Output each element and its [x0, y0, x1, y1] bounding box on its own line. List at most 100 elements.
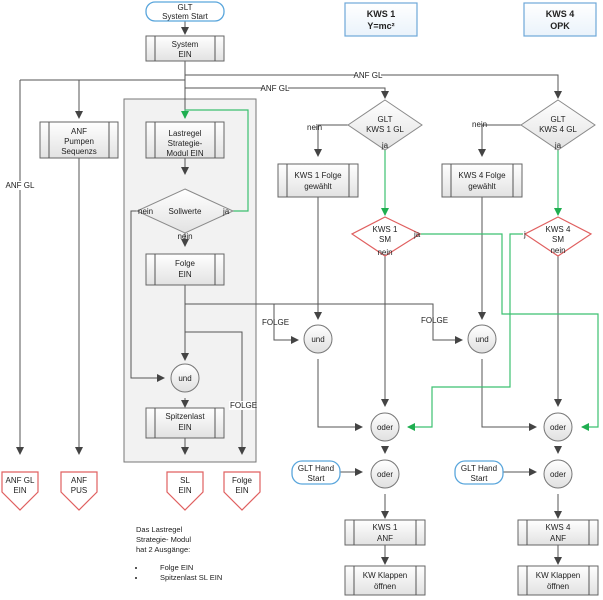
process-kws1-klappen-oeffnen[interactable]: KW Klappen öffnen	[344, 565, 426, 596]
header-kws1: KWS 1 Y=mc²	[344, 2, 418, 37]
svg-text:SL: SL	[180, 476, 190, 485]
process-system-ein[interactable]: System EIN	[145, 35, 225, 62]
gate-und-kws4[interactable]: und	[467, 324, 497, 354]
label-nein-sollwerte-down: nein	[177, 232, 192, 241]
svg-text:öffnen: öffnen	[374, 582, 396, 591]
svg-text:Start: Start	[471, 474, 489, 483]
label-nein-sollwerte: nein	[138, 207, 153, 216]
svg-text:PUS: PUS	[71, 486, 87, 495]
svg-text:Lastregel: Lastregel	[169, 129, 202, 138]
svg-text:und: und	[178, 374, 191, 383]
svg-text:EIN: EIN	[13, 486, 27, 495]
svg-text:ANF GL: ANF GL	[6, 476, 35, 485]
svg-text:ANF: ANF	[71, 476, 87, 485]
process-kws4-anf[interactable]: KWS 4 ANF	[517, 519, 599, 546]
label-folge-2: FOLGE	[421, 316, 448, 325]
process-kws1-folge-gewaehlt[interactable]: KWS 1 Folge gewählt	[277, 163, 359, 198]
process-anf-pumpen-sequenz[interactable]: ANF Pumpen Sequenzs	[39, 121, 119, 159]
process-folge-ein[interactable]: Folge EIN	[145, 253, 225, 286]
svg-text:oder: oder	[550, 423, 566, 432]
decision-glt-kws4-gl[interactable]: GLT KWS 4 GL	[520, 99, 596, 151]
svg-text:GLT Hand: GLT Hand	[461, 464, 497, 473]
gate-oder-kws4-b[interactable]: oder	[543, 459, 573, 489]
svg-text:und: und	[311, 335, 324, 344]
label-ja-sollwerte: ja	[222, 207, 230, 216]
label-j-kws4-sm: j	[523, 230, 526, 239]
svg-text:EIN: EIN	[235, 486, 249, 495]
svg-text:GLT Hand: GLT Hand	[298, 464, 334, 473]
svg-text:GLT: GLT	[551, 115, 566, 124]
svg-text:SM: SM	[379, 235, 391, 244]
decision-kws4-sm[interactable]: KWS 4 SM	[523, 216, 593, 257]
label-nein-kws4-gl: nein	[472, 120, 487, 129]
label-nein-kws1-sm: nein	[377, 248, 392, 257]
label-ja-kws1-sm: ja	[413, 230, 421, 239]
decision-sollwerte[interactable]: Sollwerte	[135, 188, 235, 234]
offpage-folge-ein[interactable]: Folge EIN	[223, 471, 261, 511]
decision-glt-kws1-gl[interactable]: GLT KWS 1 GL	[347, 99, 423, 151]
svg-text:KWS 1 GL: KWS 1 GL	[366, 125, 404, 134]
svg-text:öffnen: öffnen	[547, 582, 569, 591]
process-kws1-anf[interactable]: KWS 1 ANF	[344, 519, 426, 546]
svg-text:EIN: EIN	[178, 50, 192, 59]
svg-text:KW Klappen: KW Klappen	[536, 571, 580, 580]
svg-text:KWS 4: KWS 4	[546, 9, 575, 19]
gate-und-module[interactable]: und	[170, 363, 200, 393]
label-folge-1: FOLGE	[262, 318, 289, 327]
process-kws4-folge-gewaehlt[interactable]: KWS 4 Folge gewählt	[441, 163, 523, 198]
svg-text:KWS 4 GL: KWS 4 GL	[539, 125, 577, 134]
terminal-glt-hand-start-kws1[interactable]: GLT Hand Start	[291, 460, 341, 485]
svg-text:Sequenzs: Sequenzs	[61, 147, 97, 156]
svg-text:KWS 4 Folge: KWS 4 Folge	[458, 171, 506, 180]
svg-text:EIN: EIN	[178, 486, 192, 495]
svg-text:Folge: Folge	[175, 259, 196, 268]
note-bullet: Spitzenlast SL EIN	[146, 573, 222, 583]
svg-text:ANF: ANF	[377, 534, 393, 543]
svg-text:KWS 4: KWS 4	[546, 523, 571, 532]
svg-text:KWS 1 Folge: KWS 1 Folge	[294, 171, 342, 180]
svg-text:oder: oder	[377, 470, 393, 479]
svg-text:System Start: System Start	[162, 12, 209, 21]
module-note: Das Lastregel Strategie- Modul hat 2 Aus…	[136, 525, 222, 583]
svg-text:gewählt: gewählt	[468, 182, 496, 191]
label-ja-kws1-gl: ja	[381, 141, 389, 150]
svg-text:Pumpen: Pumpen	[64, 137, 94, 146]
svg-text:System: System	[172, 40, 199, 49]
svg-text:ANF: ANF	[550, 534, 566, 543]
yes-paths	[181, 109, 599, 431]
svg-text:GLT: GLT	[178, 3, 193, 12]
svg-text:gewählt: gewählt	[304, 182, 332, 191]
offpage-sl-ein[interactable]: SL EIN	[166, 471, 204, 511]
label-folge-3: FOLGE	[230, 401, 257, 410]
gate-oder-kws4-a[interactable]: oder	[543, 412, 573, 442]
svg-text:EIN: EIN	[178, 270, 192, 279]
glt-system-start[interactable]: GLT System Start	[145, 1, 225, 22]
terminal-glt-hand-start-kws4[interactable]: GLT Hand Start	[454, 460, 504, 485]
svg-text:ANF: ANF	[71, 127, 87, 136]
svg-text:Folge: Folge	[232, 476, 253, 485]
svg-text:oder: oder	[550, 470, 566, 479]
offpage-anf-pus[interactable]: ANF PUS	[60, 471, 98, 511]
svg-text:KWS 1: KWS 1	[373, 523, 398, 532]
svg-text:KW Klappen: KW Klappen	[363, 571, 407, 580]
offpage-anf-gl-ein[interactable]: ANF GL EIN	[1, 471, 39, 511]
process-kws4-klappen-oeffnen[interactable]: KW Klappen öffnen	[517, 565, 599, 596]
process-lastregel-modul-ein[interactable]: Lastregel Strategie- Modul EIN	[145, 121, 225, 159]
svg-text:KWS 4: KWS 4	[546, 225, 571, 234]
svg-text:Strategie-: Strategie-	[168, 139, 203, 148]
label-anf-gl-mid: ANF GL	[261, 84, 290, 93]
svg-text:Sollwerte: Sollwerte	[169, 207, 202, 216]
process-spitzenlast-ein[interactable]: Spitzenlast EIN	[145, 407, 225, 439]
svg-text:Modul EIN: Modul EIN	[166, 149, 204, 158]
svg-text:EIN: EIN	[178, 423, 192, 432]
svg-text:oder: oder	[377, 423, 393, 432]
gate-und-kws1[interactable]: und	[303, 324, 333, 354]
gate-oder-kws1-b[interactable]: oder	[370, 459, 400, 489]
svg-text:und: und	[475, 335, 488, 344]
gate-oder-kws1-a[interactable]: oder	[370, 412, 400, 442]
svg-text:Start: Start	[308, 474, 326, 483]
decision-kws1-sm[interactable]: KWS 1 SM	[350, 216, 422, 257]
svg-text:Y=mc²: Y=mc²	[367, 21, 394, 31]
label-anf-gl-left: ANF GL	[6, 181, 35, 190]
